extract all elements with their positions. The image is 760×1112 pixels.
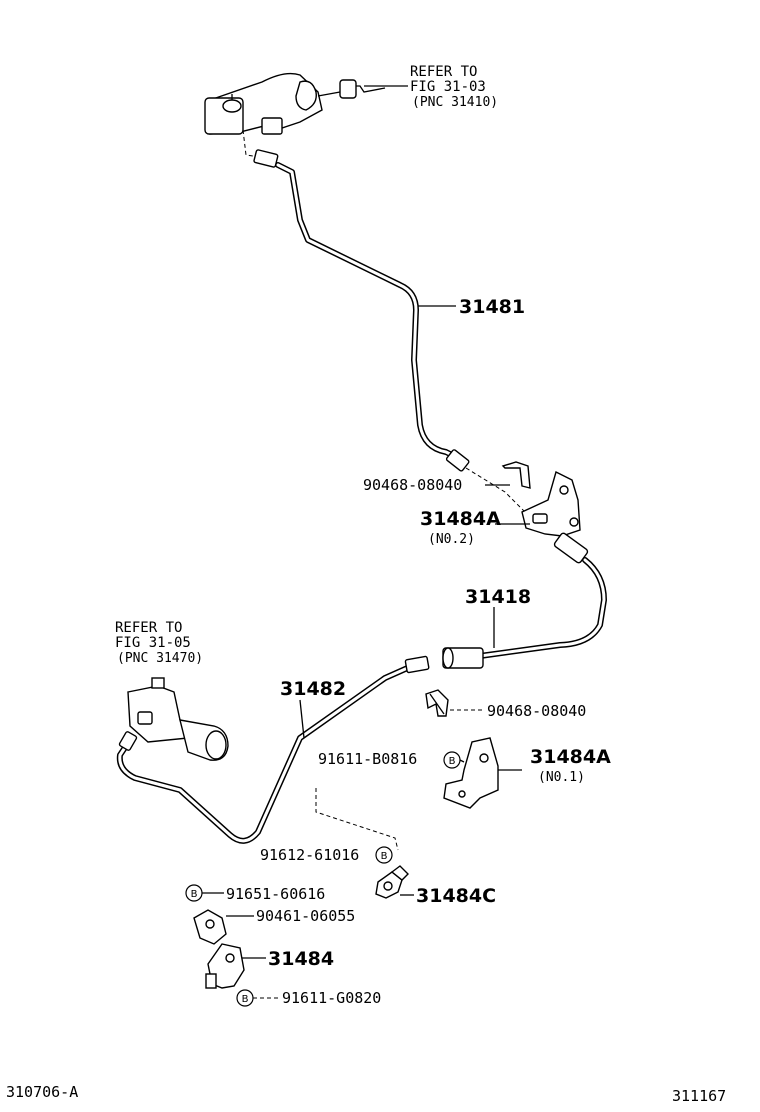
label-90468-08040-mid: 90468-08040: [487, 702, 586, 720]
ref-left-line2: FIG 31-05: [115, 635, 191, 651]
bracket-31484C: [375, 865, 409, 899]
bolt-badge-letter: B: [381, 851, 388, 862]
bracket-31484A-no1: [443, 737, 499, 809]
ref-top-line2: FIG 31-03: [410, 79, 486, 95]
label-91612-61016: 91612-61016: [260, 846, 359, 864]
master-cylinder-drawing: [204, 72, 408, 135]
footer-right-code: 311167: [672, 1087, 726, 1105]
flexible-hose-31418: [442, 532, 607, 669]
bolt-badge-letter: B: [191, 889, 198, 900]
label-90468-08040-top: 90468-08040: [363, 476, 462, 494]
clutch-pipe-31481: [253, 149, 470, 472]
label-91611-B0816: 91611-B0816: [318, 750, 417, 768]
bolt-badge-letter: B: [242, 994, 249, 1005]
label-31484A-no1-sub: (N0.1): [538, 770, 585, 785]
label-90461-06055: 90461-06055: [256, 907, 355, 925]
bolt-badge-letter: B: [449, 756, 456, 767]
label-31484A-no2: 31484A: [420, 508, 501, 530]
clip-90468-mid: [425, 689, 449, 717]
label-31484A-no1: 31484A: [530, 746, 611, 768]
release-cylinder-drawing: [127, 677, 229, 761]
label-91651-60616: 91651-60616: [226, 885, 325, 903]
label-31484C: 31484C: [416, 885, 496, 907]
clutch-pipe-31482: [116, 655, 430, 844]
label-31482: 31482: [280, 678, 346, 700]
label-31418: 31418: [465, 586, 531, 608]
clamp-90461: [193, 909, 227, 945]
label-31484: 31484: [268, 948, 334, 970]
label-91611-G0820: 91611-G0820: [282, 989, 381, 1007]
clip-90468-top: [501, 461, 531, 489]
ref-top-line1: REFER TO: [410, 64, 477, 80]
bracket-31484A-no2: [521, 470, 581, 537]
ref-left-line1: REFER TO: [115, 620, 182, 636]
ref-top-line3: (PNC 31410): [412, 95, 498, 110]
ref-left-line3: (PNC 31470): [117, 651, 203, 666]
footer-left-code: 310706-A: [6, 1083, 78, 1101]
label-31484A-no2-sub: (N0.2): [428, 532, 475, 547]
label-31481: 31481: [459, 296, 525, 318]
bracket-31484: [205, 943, 245, 989]
bolt-badge-91612-61016: [375, 846, 393, 864]
